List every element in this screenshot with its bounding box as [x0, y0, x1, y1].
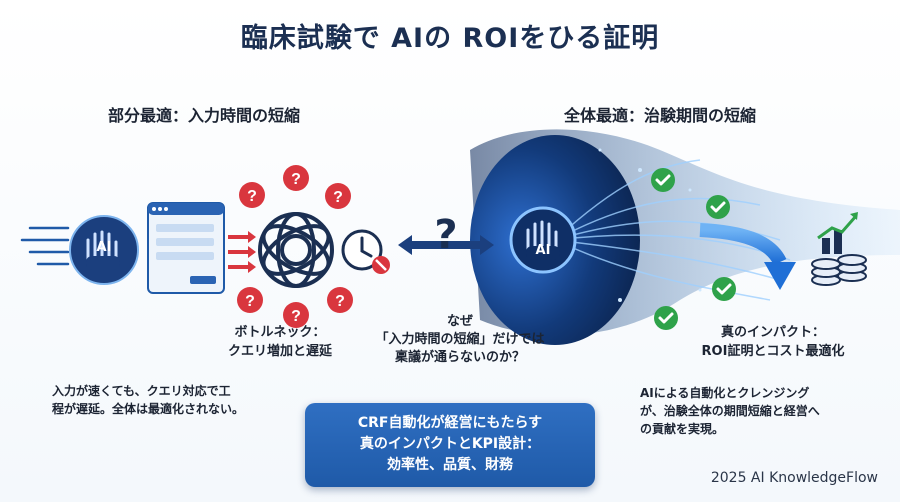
left-heading: 部分最適：入力時間の短縮 [108, 106, 301, 125]
footer-credit: 2025 AI KnowledgeFlow [710, 470, 878, 486]
impact-label: 真のインパクト： ROI証明とコスト最適化 [688, 323, 858, 361]
bottleneck-line2: クエリ増加と遅延 [227, 344, 332, 359]
flow-arrow [699, 223, 796, 290]
left-desc-line1: 入力が速くても、クエリ対応で工 [52, 384, 231, 398]
crf-line2: 真のインパクトとKPI設計： [359, 436, 541, 452]
impact-line1: 真のインパクト： [720, 325, 825, 340]
bottleneck-line1: ボトルネック： [234, 325, 326, 340]
input-arrows-icon [228, 231, 256, 273]
question-line1: なぜ [446, 314, 473, 329]
ai-badge-left: AI [96, 240, 112, 255]
right-desc-line1: AIによる自動化とクレンジング [640, 386, 810, 400]
center-question-mark: ? [434, 212, 458, 258]
double-arrow-icon [398, 235, 494, 255]
question-line3: 稟議が通らないのか？ [394, 350, 525, 365]
svg-text:?: ? [245, 293, 255, 310]
coins-growth-icon [811, 212, 867, 286]
right-description: AIによる自動化とクレンジング が、治験全体の期間短縮と経営へ の貢献を実現。 [640, 384, 870, 438]
crf-line1: CRF自動化が経営にもたらす [357, 415, 543, 431]
ai-hand-right-icon [509, 206, 577, 274]
ai-badge-right: AI [535, 243, 551, 258]
svg-text:?: ? [333, 189, 343, 206]
crf-callout: CRF自動化が経営にもたらす 真のインパクトとKPI設計： 効率性、品質、財務 [305, 403, 595, 487]
center-question: なぜ 「入力時間の短縮」だけでは 稟議が通らないのか？ [360, 313, 560, 367]
svg-text:?: ? [247, 188, 257, 205]
check-icon [651, 168, 736, 330]
right-heading: 全体最適：治験期間の短縮 [564, 106, 757, 125]
svg-text:?: ? [291, 171, 301, 188]
ai-hand-icon [69, 215, 139, 285]
question-bubble-icon: ??? ??? [237, 165, 353, 328]
question-line2: 「入力時間の短縮」だけでは [375, 332, 545, 347]
form-window-icon [147, 202, 225, 294]
tangled-knot-icon [258, 212, 334, 288]
impact-line2: ROI証明とコスト最適化 [701, 344, 845, 359]
right-desc-line2: が、治験全体の期間短縮と経営へ [640, 404, 820, 418]
page-title: 臨床試験で AIの ROIをひる証明 [240, 23, 660, 54]
delay-clock-icon [341, 229, 390, 274]
left-description: 入力が速くても、クエリ対応で工 程が遅延。全体は最適化されない。 [52, 382, 292, 418]
svg-text:?: ? [291, 308, 301, 325]
crf-line3: 効率性、品質、財務 [387, 457, 513, 473]
bottleneck-label: ボトルネック： クエリ増加と遅延 [205, 323, 355, 361]
svg-text:?: ? [335, 293, 345, 310]
right-desc-line3: の貢献を実現。 [640, 422, 725, 436]
speed-lines-icon [20, 226, 70, 266]
left-desc-line2: 程が遅延。全体は最適化されない。 [52, 402, 245, 416]
